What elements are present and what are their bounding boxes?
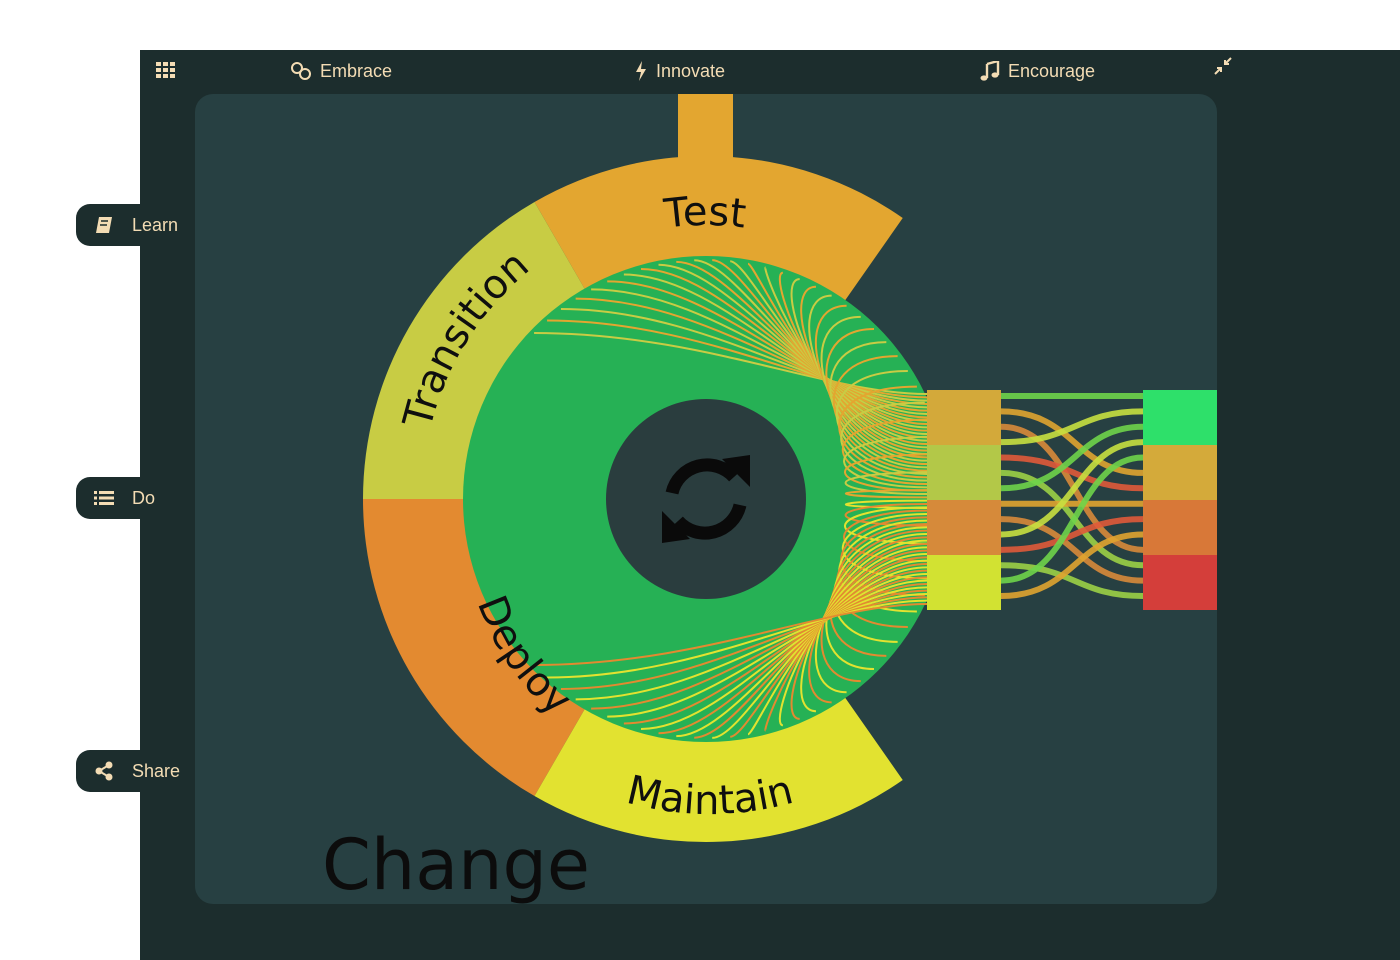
nav-embrace-label: Embrace — [320, 60, 393, 81]
sankey-flow — [1000, 516, 1144, 553]
list-icon — [76, 490, 132, 506]
fan-line — [547, 319, 928, 399]
segment-label-test: Test — [661, 189, 748, 238]
refresh-icon[interactable] — [662, 455, 750, 543]
sankey-flow — [1000, 439, 1144, 538]
fan-line — [764, 266, 928, 442]
sankey-flow — [1000, 454, 1144, 492]
fan-line — [591, 288, 928, 409]
nav-encourage-label: Encourage — [1008, 60, 1096, 81]
sankey-flow — [1000, 531, 1144, 599]
nav-encourage[interactable]: Encourage — [980, 60, 1095, 82]
nav-innovate[interactable]: Innovate — [634, 60, 725, 82]
sankey-flow — [1000, 423, 1144, 492]
fan-line — [844, 453, 941, 492]
fan-line — [623, 583, 928, 725]
segment-transition[interactable] — [363, 201, 586, 499]
fan-line — [694, 569, 928, 739]
top-nav: Embrace Innovate Encourage — [140, 50, 1400, 92]
fan-line — [747, 262, 928, 439]
fan-line — [840, 401, 928, 482]
link-icon — [290, 61, 312, 81]
change-diagram: Test Transition Deploy Maintain — [363, 94, 1217, 843]
segment-test[interactable] — [534, 156, 903, 302]
fan-line — [607, 280, 928, 412]
fan-line — [844, 503, 944, 527]
fan-line — [676, 260, 928, 425]
side-tab-do[interactable]: Do — [76, 477, 194, 519]
segment-maintain[interactable] — [534, 696, 903, 843]
fan-line — [623, 273, 928, 415]
diagram-title: Change — [322, 824, 591, 904]
fan-line — [844, 471, 944, 495]
fan-line — [712, 566, 928, 739]
core-circle — [606, 399, 806, 599]
nav-innovate-label: Innovate — [656, 60, 726, 81]
fan-line — [534, 603, 928, 667]
fan-line — [534, 331, 928, 395]
outcome-block[interactable] — [1143, 445, 1217, 500]
grid-menu-icon[interactable] — [156, 62, 178, 85]
fan-line — [694, 259, 928, 429]
fan-line — [641, 268, 928, 419]
fan-line — [641, 579, 928, 730]
stage-block[interactable] — [927, 390, 1001, 445]
sankey-flow — [1000, 408, 1144, 446]
fan-line — [843, 509, 937, 563]
side-tab-learn-label: Learn — [132, 214, 179, 235]
fan-line — [729, 563, 928, 738]
collapse-icon[interactable] — [1214, 57, 1232, 80]
fan-line — [575, 593, 928, 701]
outcome-block[interactable] — [1143, 555, 1217, 610]
nav-embrace[interactable]: Embrace — [290, 60, 392, 82]
segment-deploy[interactable] — [363, 499, 586, 797]
music-note-icon — [980, 61, 1000, 81]
fan-line — [835, 370, 928, 475]
diagram-panel: Test Transition Deploy Maintain Change — [195, 94, 1217, 904]
fan-line — [747, 559, 928, 736]
sankey-flow — [1000, 516, 1144, 584]
side-tab-share-label: Share — [132, 760, 181, 781]
side-tab-share[interactable]: Share — [76, 750, 194, 792]
fan-line — [591, 589, 928, 710]
fan-line — [845, 488, 945, 499]
fan-line — [841, 418, 932, 485]
fan-line — [560, 308, 928, 402]
stage-block[interactable] — [927, 555, 1001, 610]
fan-line — [575, 297, 928, 405]
fan-line — [607, 586, 928, 718]
fan-line — [843, 435, 937, 489]
fan-line — [832, 355, 928, 472]
outcome-block[interactable] — [1143, 500, 1217, 555]
side-tab-learn[interactable]: Learn — [76, 204, 194, 246]
outcome-block[interactable] — [1143, 390, 1217, 445]
stage-block[interactable] — [927, 500, 1001, 555]
test-connector — [678, 94, 733, 166]
fan-line — [560, 596, 928, 690]
book-icon — [76, 216, 132, 234]
fan-line — [729, 260, 928, 435]
fan-line — [658, 263, 928, 422]
side-tab-do-label: Do — [132, 487, 156, 508]
bolt-icon — [634, 61, 648, 81]
sankey-flow — [1000, 408, 1144, 476]
fan-line — [658, 576, 928, 735]
fan-line — [547, 599, 928, 679]
sankey-flow — [1000, 562, 1144, 599]
share-icon — [76, 761, 132, 781]
fan-line — [764, 556, 928, 732]
fan-line — [676, 573, 928, 738]
stage-block[interactable] — [927, 445, 1001, 500]
sankey-flow — [1000, 454, 1144, 584]
